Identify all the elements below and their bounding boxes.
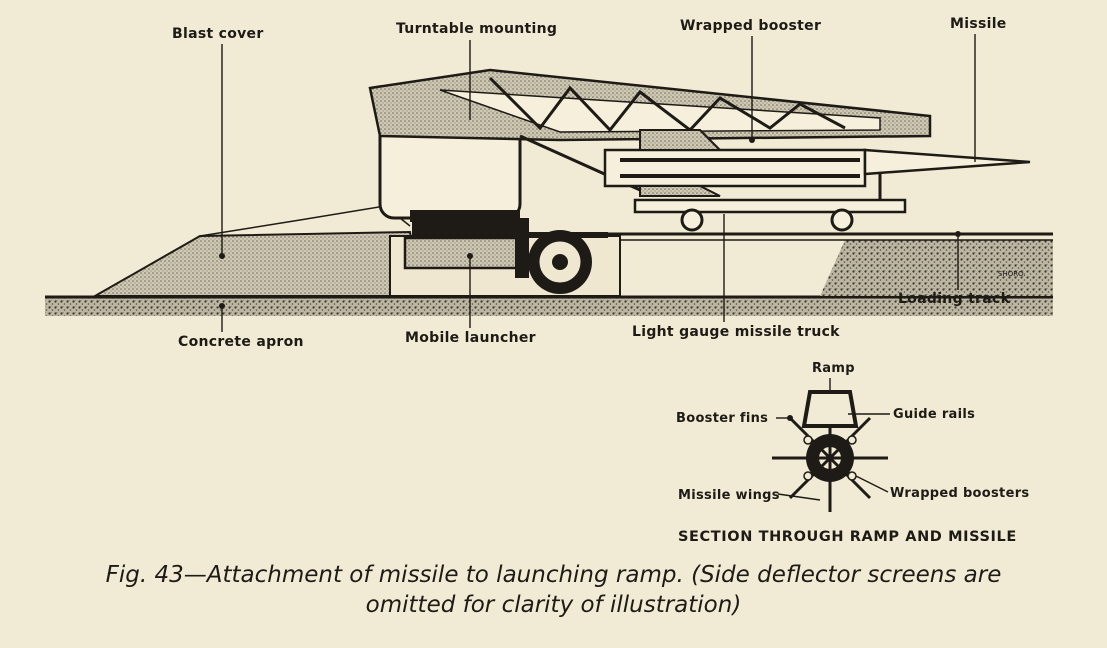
turntable-mounting-label: Turntable mounting: [396, 21, 557, 37]
mobile-launcher-label: Mobile launcher: [405, 330, 536, 346]
wrapped-boosters-label: Wrapped boosters: [890, 486, 1029, 501]
figure-caption: Fig. 43—Attachment of missile to launchi…: [0, 560, 1107, 620]
missile-label: Missile: [950, 16, 1007, 32]
caption-line-1: Fig. 43—Attachment of missile to launchi…: [105, 562, 1002, 588]
caption-line-2: omitted for clarity of illustration): [365, 592, 742, 618]
label-loading-track: Loading track: [898, 231, 1011, 307]
loading-track-label: Loading track: [898, 291, 1011, 307]
label-mobile-launcher: Mobile launcher: [405, 253, 536, 346]
missile-assembly: [603, 129, 1031, 197]
missile-truck: [633, 172, 907, 232]
missile-wings-label: Missile wings: [678, 488, 780, 503]
concrete-apron-label: Concrete apron: [178, 334, 304, 350]
missile-truck-label: Light gauge missile truck: [632, 324, 840, 340]
guide-rails-label: Guide rails: [893, 407, 975, 422]
label-missile-truck: Light gauge missile truck: [632, 214, 840, 340]
label-missile: Missile: [950, 16, 1007, 162]
label-turntable-mounting: Turntable mounting: [396, 21, 557, 120]
section-title: SECTION THROUGH RAMP AND MISSILE: [678, 529, 1017, 545]
ramp-label: Ramp: [812, 361, 855, 376]
label-blast-cover: Blast cover: [172, 26, 264, 259]
launching-ramp: [368, 68, 932, 192]
blast-cover-label: Blast cover: [172, 26, 264, 42]
label-wrapped-booster: Wrapped booster: [680, 18, 821, 143]
mobile-launcher: [403, 218, 608, 294]
ramp-section-view: Ramp Booster fins Guide rails Missile wi…: [676, 361, 1029, 545]
launcher-diagram: SHORO. Blast cover Turntable mounting Wr…: [45, 16, 1053, 545]
loading-track-embankment: [600, 232, 1053, 296]
booster-fins-label: Booster fins: [676, 411, 768, 426]
wrapped-booster-label: Wrapped booster: [680, 18, 821, 34]
label-concrete-apron: Concrete apron: [178, 303, 304, 350]
artist-mark: SHORO.: [998, 270, 1026, 278]
concrete-apron: [91, 205, 422, 297]
